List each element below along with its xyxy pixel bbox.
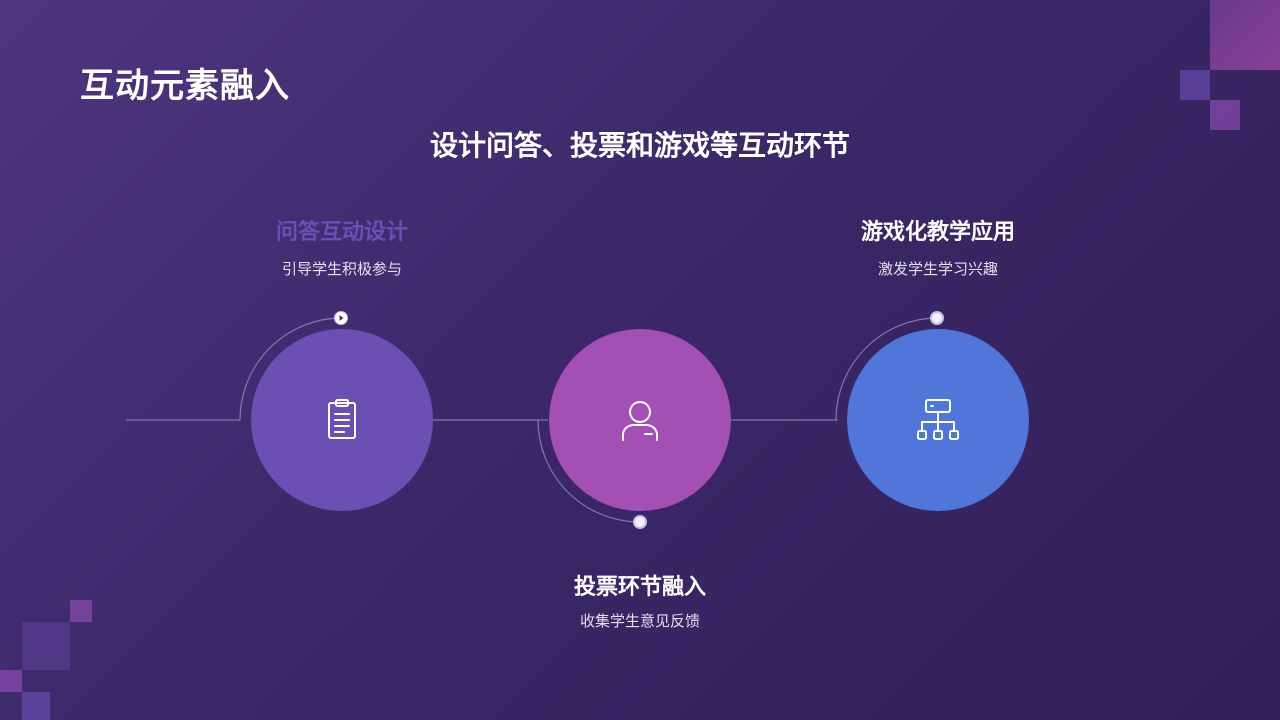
decor-square: [0, 670, 22, 692]
dot-marker: [930, 311, 944, 325]
vote-circle: [549, 329, 731, 511]
decor-square: [1210, 100, 1240, 130]
user-icon: [622, 401, 658, 441]
qa-circle: [251, 329, 433, 511]
decor-square: [70, 600, 92, 622]
decor-square: [1210, 0, 1280, 70]
decor-square: [1180, 70, 1210, 100]
vote-title: 投票环节融入: [573, 575, 706, 600]
page-subtitle: 设计问答、投票和游戏等互动环节: [429, 129, 850, 162]
qa-desc: 引导学生积极参与: [281, 260, 402, 278]
decor-square: [22, 622, 70, 670]
clipboard-icon: [328, 399, 356, 439]
page-title: 互动元素融入: [80, 66, 290, 106]
dot-marker: [633, 515, 647, 529]
vote-desc: 收集学生意见反馈: [579, 612, 700, 630]
qa-title: 问答互动设计: [275, 220, 408, 245]
game-desc: 激发学生学习兴趣: [877, 260, 998, 278]
hierarchy-icon: [917, 399, 959, 440]
game-circle: [847, 329, 1029, 511]
game-title: 游戏化教学应用: [860, 220, 1015, 245]
decor-square: [22, 692, 50, 720]
play-marker-icon: [334, 311, 348, 325]
